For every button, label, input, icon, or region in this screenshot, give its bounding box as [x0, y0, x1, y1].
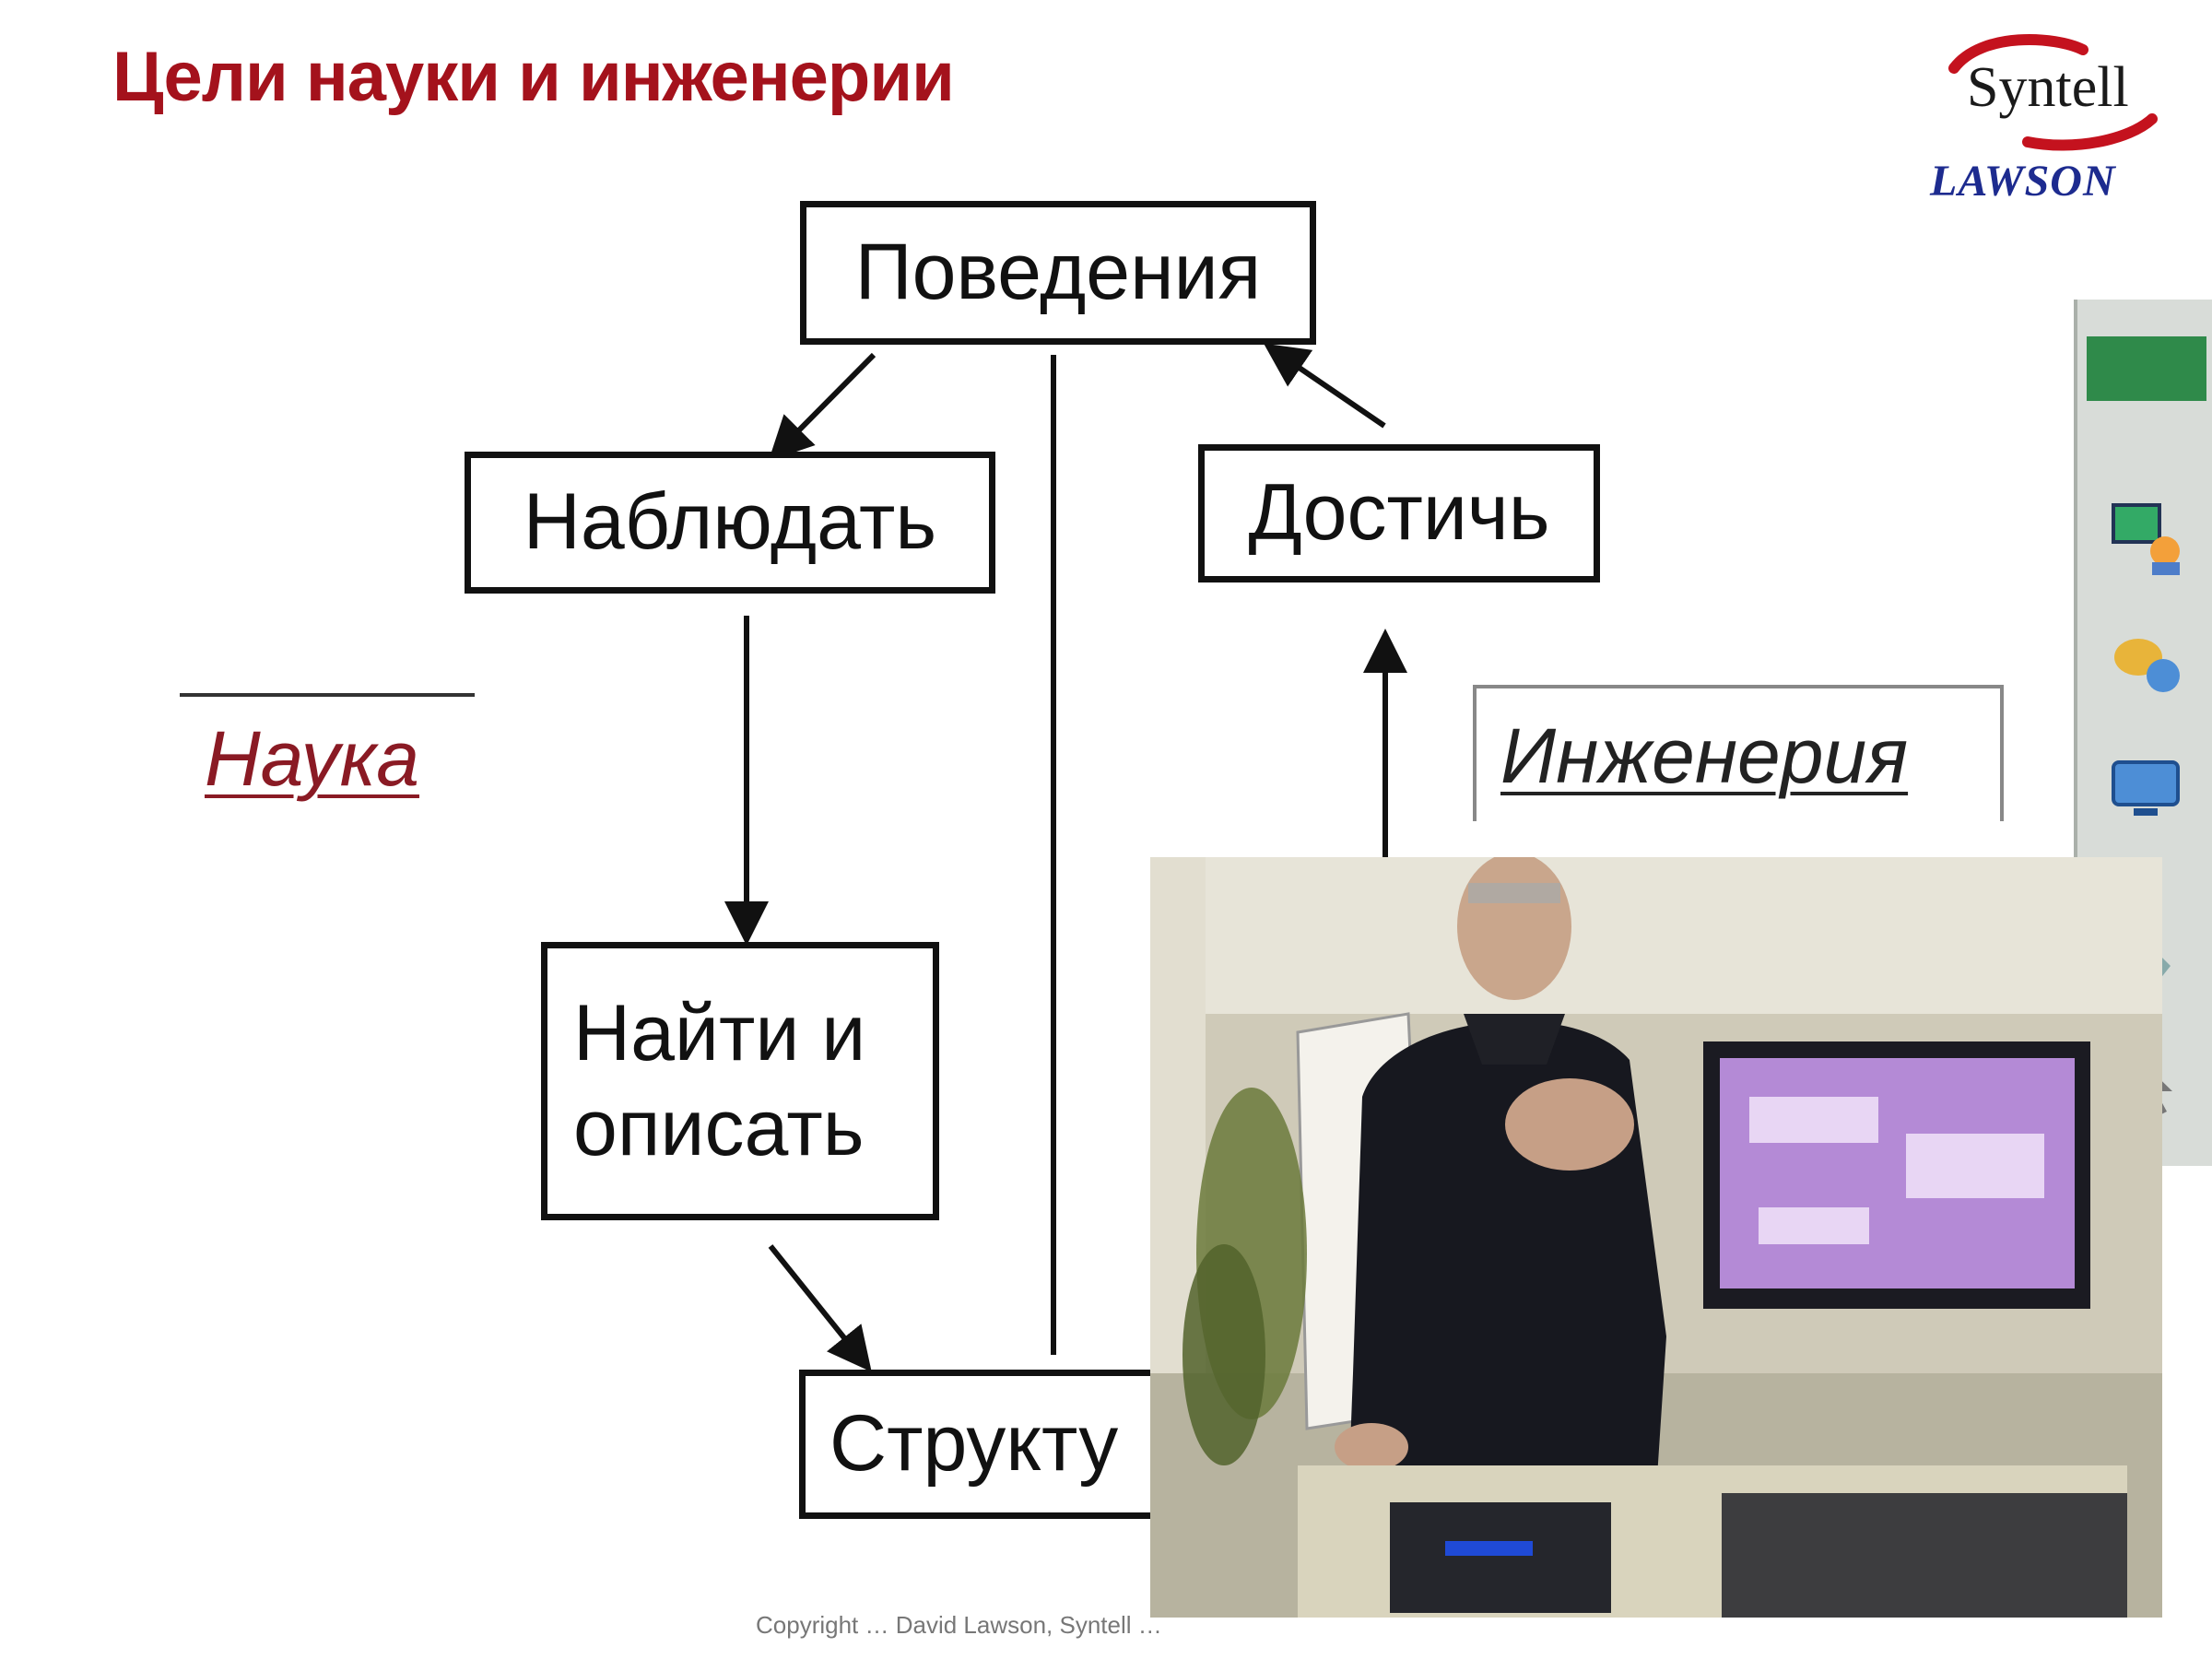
box-observe: Наблюдать: [465, 452, 995, 594]
slide-footer: Copyright … David Lawson, Syntell …: [756, 1611, 1162, 1639]
box-achieve: Достичь: [1198, 444, 1600, 582]
presenter-video-frame: [1150, 857, 2162, 1618]
logo-brand: Syntell: [1967, 56, 2129, 119]
label-engineering: Инженерия: [1500, 712, 1909, 799]
display-icon[interactable]: [2103, 747, 2192, 835]
toolbar-header: [2087, 336, 2206, 401]
box-find-describe-text: Найти и описать: [573, 988, 866, 1172]
gallery-icon[interactable]: [2103, 618, 2192, 706]
arrow-achieve-to-behavior: [1264, 343, 1386, 429]
logo-swoosh-icon: [1948, 34, 2158, 151]
box-behavior: Поведения: [800, 201, 1316, 345]
logo-partner: LAWSON: [1930, 157, 2116, 206]
label-science: Наука: [205, 715, 419, 802]
engineering-frame: [1473, 685, 2004, 821]
science-rule: [180, 693, 475, 697]
box-structure-text: Структу: [830, 1399, 1119, 1488]
arrow-find-to-structure: [768, 1244, 872, 1372]
arrow-behavior-to-observe: [768, 352, 877, 462]
slide-title: Цели науки и инженерии: [112, 38, 955, 116]
presenter-webcam-video: [1150, 857, 2162, 1618]
box-find-describe: Найти и описать: [541, 942, 939, 1220]
presentation-icon[interactable]: [2103, 493, 2192, 582]
syntell-lawson-logo: Syntell LAWSON: [1917, 22, 2175, 216]
